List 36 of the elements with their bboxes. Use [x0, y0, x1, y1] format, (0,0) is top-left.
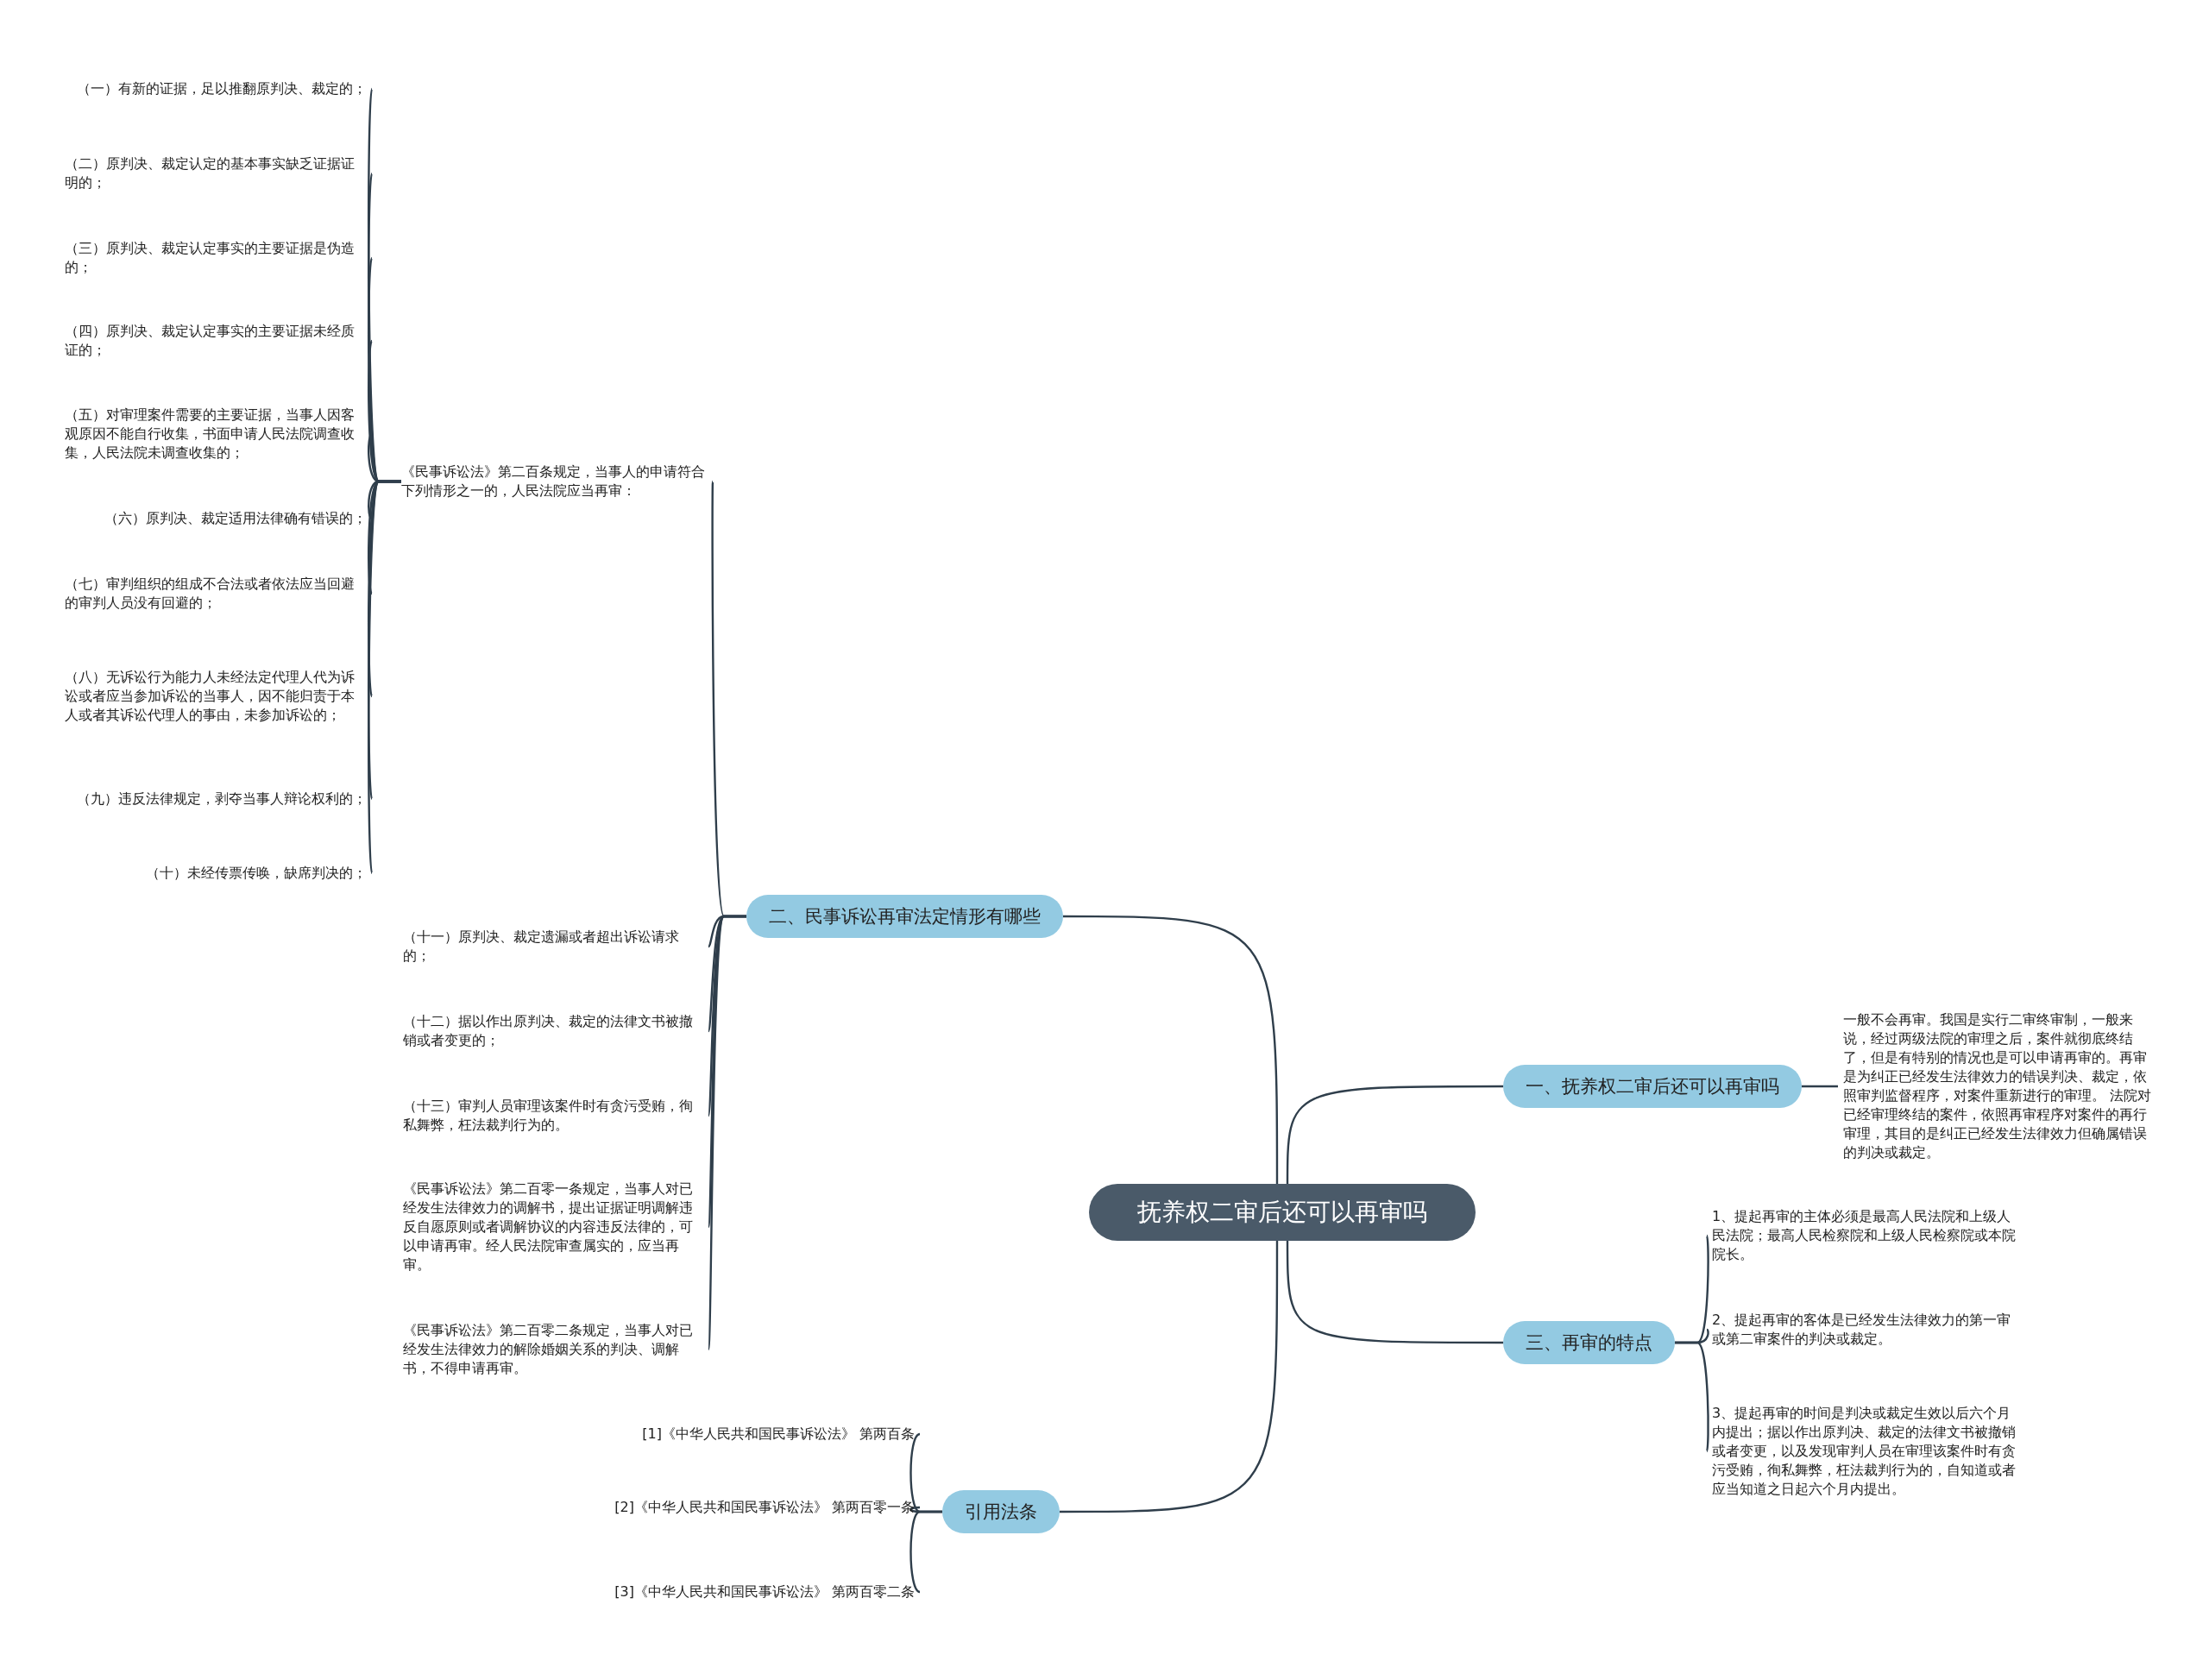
note-text: 《民事诉讼法》第二百零二条规定，当事人对已经发生法律效力的解除婚姻关系的判决、调解书，不得申请再审。 — [403, 1321, 703, 1378]
note-text: 一般不会再审。我国是实行二审终审制，一般来说，经过两级法院的审理之后，案件就彻底终结了，但是有特别的情况也是可以申请再审的。再审是为纠正已经发生法律效力的错误判决、裁定，依照审判监督程序，对案件重新进行的审理。 法院对已经审理终结的案件，依照再审程序对案件的再行审理，其目的是纠正已经发生法律效力但确属错误的判决或裁定。 — [1843, 1010, 2154, 1162]
connector-line — [1063, 915, 1279, 1186]
note-text: （二）原判决、裁定认定的基本事实缺乏证据证明的； — [65, 154, 367, 192]
topic-pill: 一、抚养权二审后还可以再审吗 — [1503, 1065, 1802, 1108]
topic-pill: 引用法条 — [942, 1490, 1060, 1533]
note-text: （十）未经传票传唤，缺席判决的； — [146, 864, 367, 883]
connector-line — [1675, 1341, 1709, 1452]
note-text: （八）无诉讼行为能力人未经法定代理人代为诉讼或者应当参加诉讼的当事人，因不能归责于本人或者其诉讼代理人的事由，未参加诉讼的； — [65, 668, 367, 725]
connector-line — [909, 1510, 942, 1594]
note-text: 1、提起再审的主体必须是最高人民法院和上级人民法院；最高人民检察院和上级人民检察院或本院院长。 — [1712, 1207, 2016, 1264]
note-text: （一）有新的证据，足以推翻原判决、裁定的； — [77, 79, 367, 98]
note-text: [3]《中华人民共和国民事诉讼法》 第两百零二条 — [614, 1582, 915, 1601]
connector-line — [1802, 1085, 1838, 1088]
note-text: [2]《中华人民共和国民事诉讼法》 第两百零一条 — [614, 1498, 915, 1517]
note-text: （十二）据以作出原判决、裁定的法律文书被撤销或者变更的； — [403, 1012, 703, 1050]
note-text: （六）原判决、裁定适用法律确有错误的； — [104, 509, 367, 528]
connector-line — [1286, 1239, 1503, 1344]
note-text: （四）原判决、裁定认定事实的主要证据未经质证的； — [65, 322, 367, 360]
connector-line — [707, 915, 746, 1350]
note-text: （七）审判组织的组成不合法或者依法应当回避的审判人员没有回避的； — [65, 575, 367, 613]
central-topic: 抚养权二审后还可以再审吗 — [1089, 1184, 1476, 1241]
note-text: [1]《中华人民共和国民事诉讼法》 第两百条 — [642, 1425, 915, 1444]
note-text: 《民事诉讼法》第二百零一条规定，当事人对已经发生法律效力的调解书，提出证据证明调解违反自愿原则或者调解协议的内容违反法律的，可以申请再审。经人民法院审查属实的，应当再审。 — [403, 1180, 703, 1274]
note-text: （五）对审理案件需要的主要证据，当事人因客观原因不能自行收集，书面申请人民法院调查收集，人民法院未调查收集的； — [65, 406, 367, 462]
note-text: （九）违反法律规定，剥夺当事人辩论权利的； — [77, 790, 367, 809]
note-text: 2、提起再审的客体是已经发生法律效力的第一审或第二审案件的判决或裁定。 — [1712, 1311, 2016, 1349]
note-text: 《民事诉讼法》第二百条规定，当事人的申请符合下列情形之一的，人民法院应当再审： — [401, 462, 708, 500]
note-text: （三）原判决、裁定认定事实的主要证据是伪造的； — [65, 239, 367, 277]
connector-line — [1286, 1085, 1503, 1186]
note-text: 3、提起再审的时间是判决或裁定生效以后六个月内提出；据以作出原判决、裁定的法律文书被撤销或者变更，以及发现审判人员在审理该案件时有贪污受贿，徇私舞弊，枉法裁判行为的，自知道或者应当知道之日起六个月内提出。 — [1712, 1404, 2016, 1499]
note-text: （十三）审判人员审理该案件时有贪污受贿，徇私舞弊，枉法裁判行为的。 — [403, 1097, 703, 1135]
connector-line — [1060, 1239, 1279, 1513]
note-text: （十一）原判决、裁定遗漏或者超出诉讼请求的； — [403, 928, 703, 966]
topic-pill: 三、再审的特点 — [1503, 1321, 1675, 1364]
topic-pill: 二、民事诉讼再审法定情形有哪些 — [746, 895, 1063, 938]
